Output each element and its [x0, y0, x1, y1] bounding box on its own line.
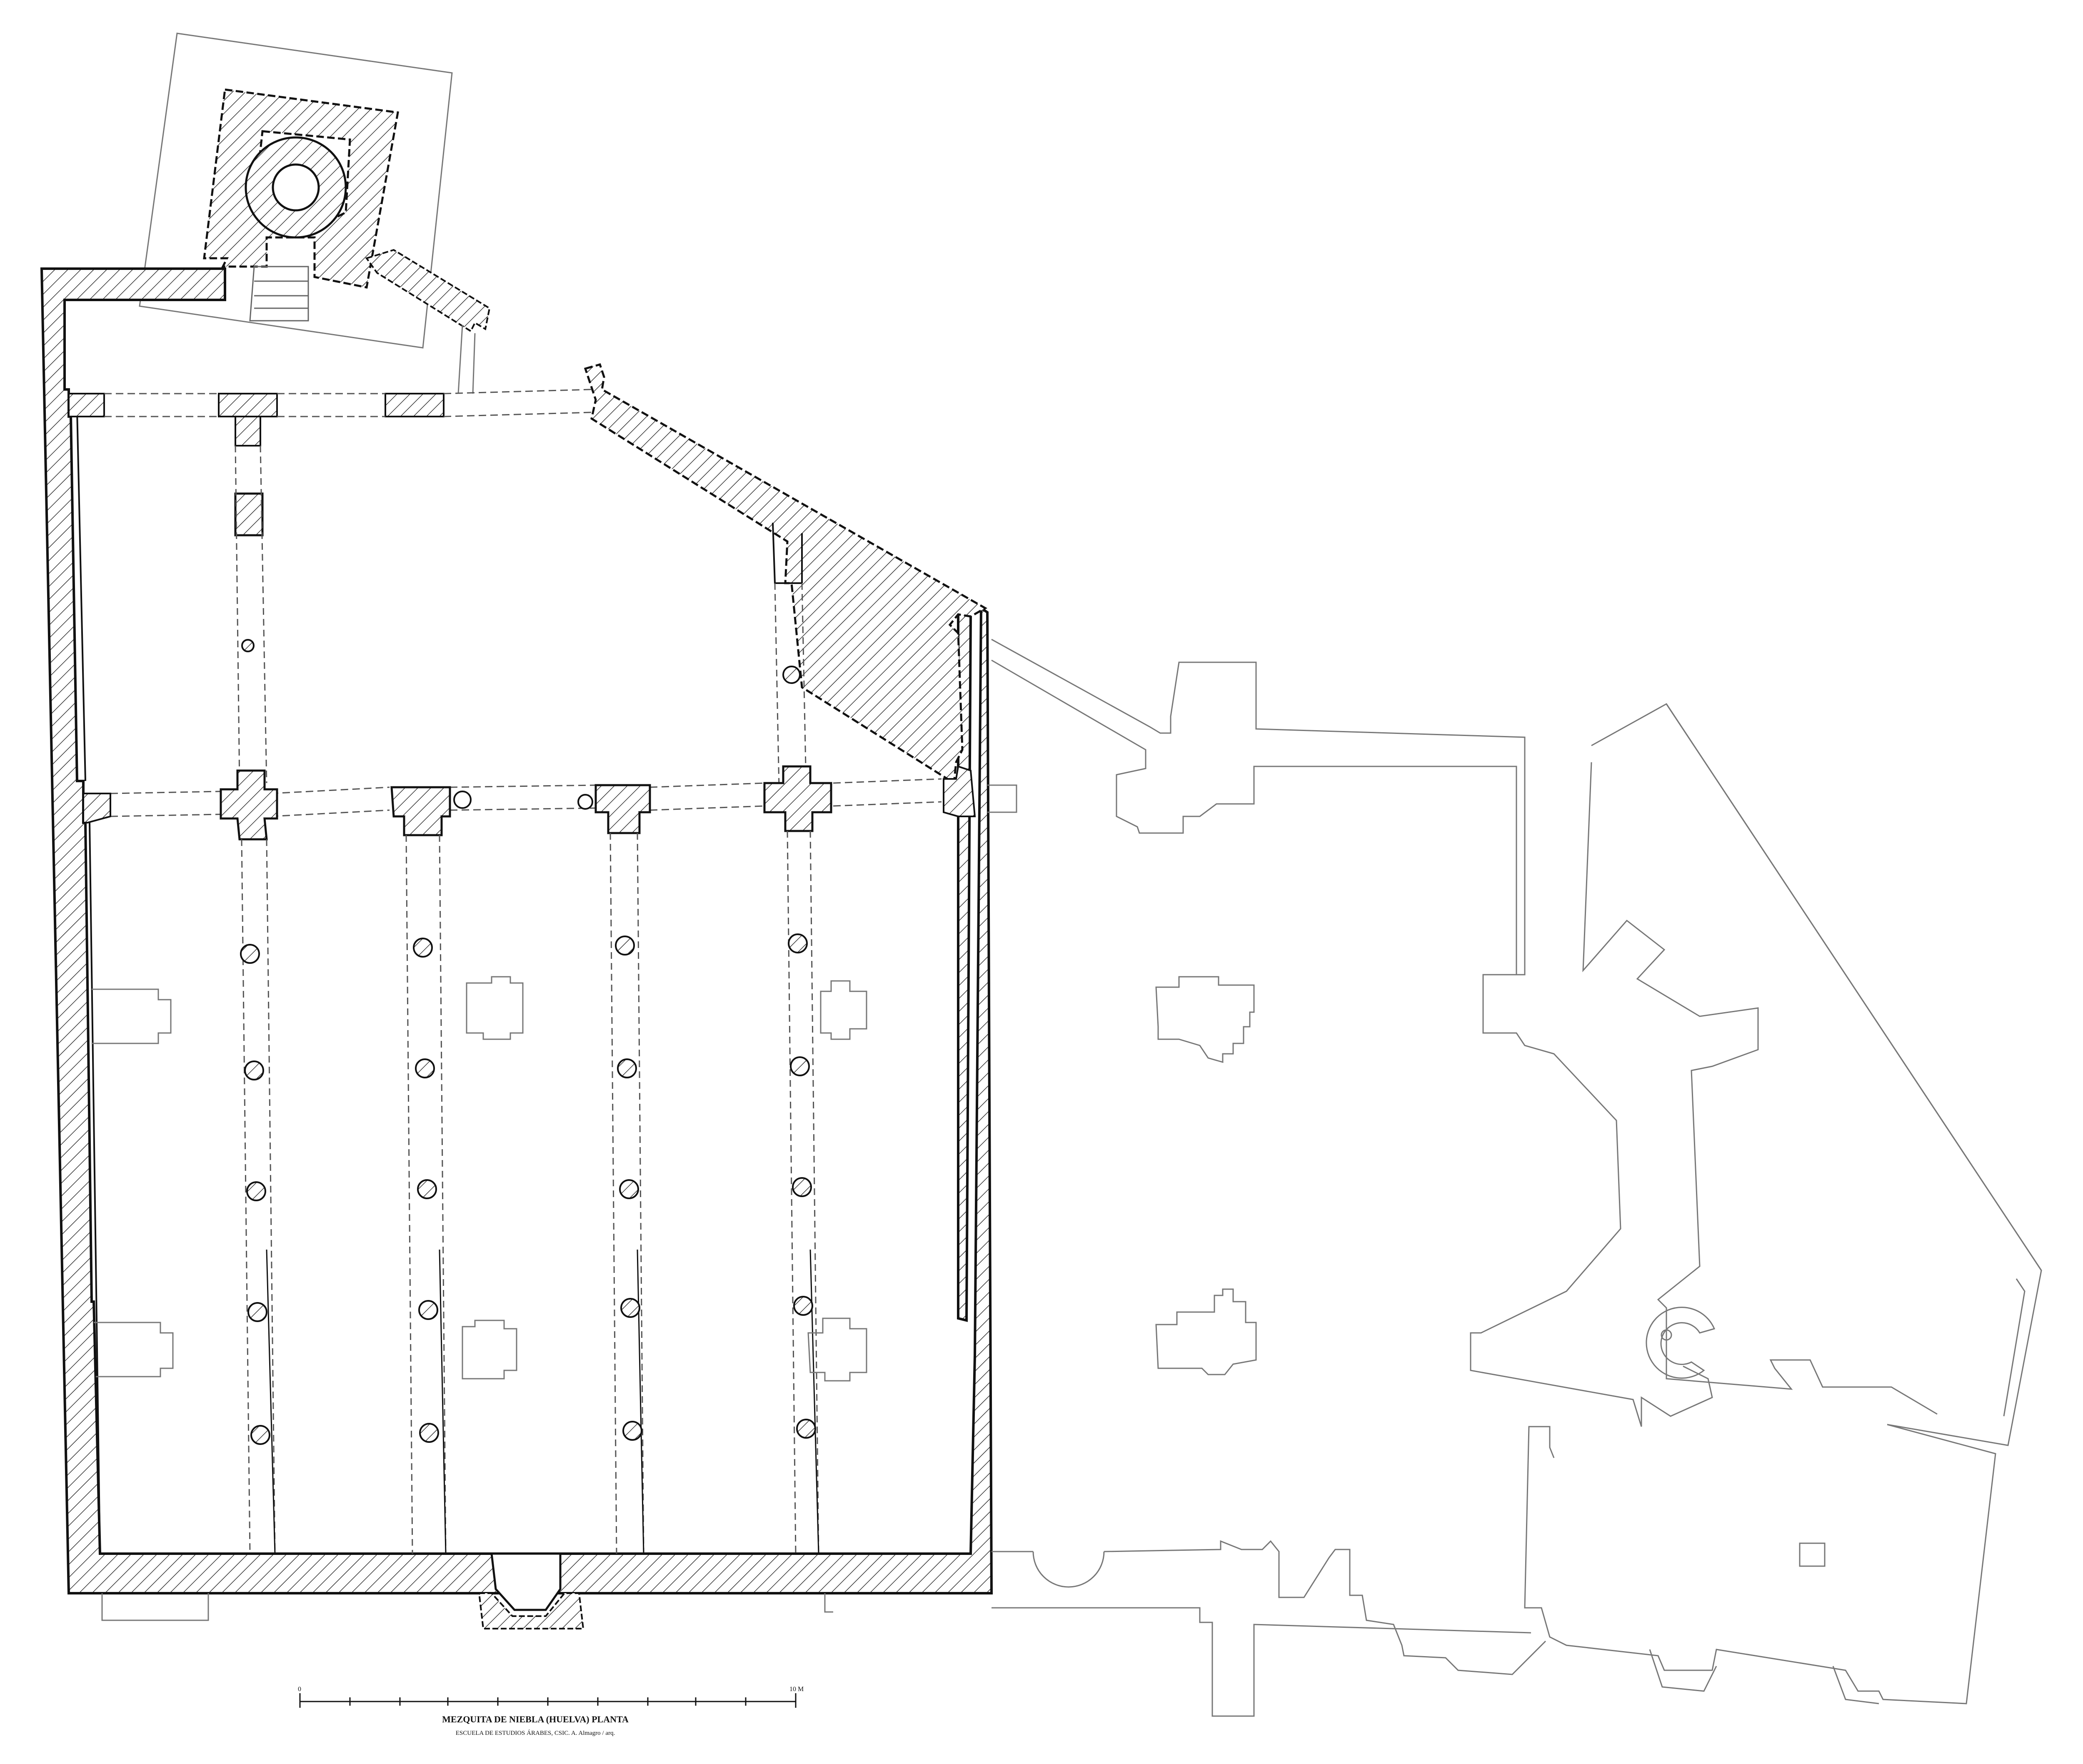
- extension-cistern-ring: [1646, 1307, 1716, 1379]
- pier-base: [94, 1322, 174, 1377]
- minaret-newel: [272, 163, 320, 212]
- facade-pier-east: [943, 765, 976, 817]
- column: [247, 1302, 267, 1322]
- extension-outline: [991, 639, 1713, 1427]
- later-extension: [987, 639, 2042, 1717]
- north-wall-pier-mid: [218, 393, 278, 417]
- court-arcade-west-lines: [235, 445, 267, 783]
- column: [413, 938, 433, 958]
- column: [246, 1181, 266, 1201]
- column: [619, 1179, 639, 1199]
- extension-arch: [1032, 1551, 1105, 1588]
- mihrab: [101, 1552, 833, 1629]
- facade-arcade: [82, 765, 976, 841]
- extension-gate-left: [1649, 1649, 1717, 1692]
- pier-base: [462, 1320, 517, 1380]
- column: [419, 1423, 439, 1443]
- extension-east-wall: [1666, 704, 2042, 1417]
- column: [796, 1419, 816, 1439]
- column: [415, 1058, 435, 1078]
- facade-dashed-lines: [110, 778, 942, 817]
- pier-base: [807, 1317, 867, 1382]
- extension-east-range: [1524, 703, 2042, 1704]
- court-column-2: [782, 666, 801, 684]
- court-column-1: [241, 639, 255, 652]
- facade-pier-4: [763, 765, 832, 832]
- column: [418, 1300, 438, 1320]
- column: [622, 1421, 642, 1441]
- north-wall-pier-east: [385, 393, 445, 417]
- prayer-hall-arcades: [92, 831, 867, 1554]
- drawing-credit: ESCUELA DE ESTUDIOS ÁRABES, CSIC. A. Alm…: [456, 1729, 615, 1737]
- north-wall-pier-west: [68, 393, 105, 417]
- mosque-enclosure: [40, 267, 993, 1594]
- mihrab-projection: [478, 1592, 584, 1629]
- facade-column-a: [453, 791, 472, 809]
- extension-inner-range: [1582, 762, 1938, 1415]
- minaret: [139, 32, 491, 394]
- prayer-hall-walls: [40, 267, 993, 1594]
- hall-interior-outline: [76, 410, 101, 1554]
- facade-pier-west-wall: [82, 793, 111, 823]
- column: [793, 1296, 813, 1316]
- extension-gate-right: [1832, 1666, 1879, 1704]
- column: [244, 1060, 264, 1080]
- column: [417, 1179, 437, 1199]
- column: [620, 1298, 640, 1318]
- extension-door-stub: [987, 784, 1017, 813]
- extension-small-square: [1799, 1542, 1826, 1567]
- extension-pier-base: [1155, 1288, 1257, 1375]
- minaret-passage-wall: [365, 249, 491, 332]
- arcade-solid-lines: [266, 1249, 819, 1554]
- column: [617, 1058, 637, 1078]
- pier-base: [466, 976, 524, 1040]
- south-wall-outline: [101, 1593, 833, 1621]
- column: [790, 1056, 810, 1076]
- court-arcade-east-lines: [774, 583, 807, 788]
- facade-pier-2: [390, 786, 451, 836]
- northeast-diagonal-wall: [584, 363, 988, 785]
- scale-bar: [299, 1693, 797, 1708]
- column: [792, 1177, 812, 1197]
- court-pier-isolated: [234, 492, 264, 536]
- scale-end-label: 10 M: [789, 1686, 804, 1693]
- extension-south-wall: [992, 1540, 1546, 1717]
- hall-columns: [240, 933, 816, 1445]
- later-pier-bases: [92, 976, 867, 1382]
- column: [788, 933, 808, 953]
- scale-start-label: 0: [298, 1686, 301, 1693]
- minaret-site-outline: [139, 32, 453, 349]
- pier-base: [92, 988, 172, 1044]
- extension-cistern-center: [1661, 1329, 1672, 1341]
- north-wall-dashed-line: [104, 389, 592, 417]
- drawing-title: MEZQUITA DE NIEBLA (HUELVA) PLANTA: [442, 1714, 629, 1724]
- minaret-entry-steps: [249, 266, 309, 322]
- column: [240, 944, 260, 964]
- extension-inner-wall: [991, 659, 1517, 975]
- facade-pier-3: [594, 784, 651, 834]
- column: [615, 936, 635, 956]
- court-pier-north: [235, 416, 261, 447]
- column: [250, 1425, 270, 1445]
- extension-pier-base: [1155, 976, 1255, 1063]
- facade-pier-1: [220, 769, 278, 841]
- mihrab-niche: [490, 1552, 562, 1611]
- minaret-passage-line: [457, 324, 476, 394]
- facade-column-b: [577, 794, 593, 810]
- arcade-lines: [241, 831, 819, 1554]
- title-block: 0 10 M MEZQUITA DE NIEBLA (HUELVA) PLANT…: [298, 1686, 804, 1737]
- pier-base: [820, 980, 867, 1040]
